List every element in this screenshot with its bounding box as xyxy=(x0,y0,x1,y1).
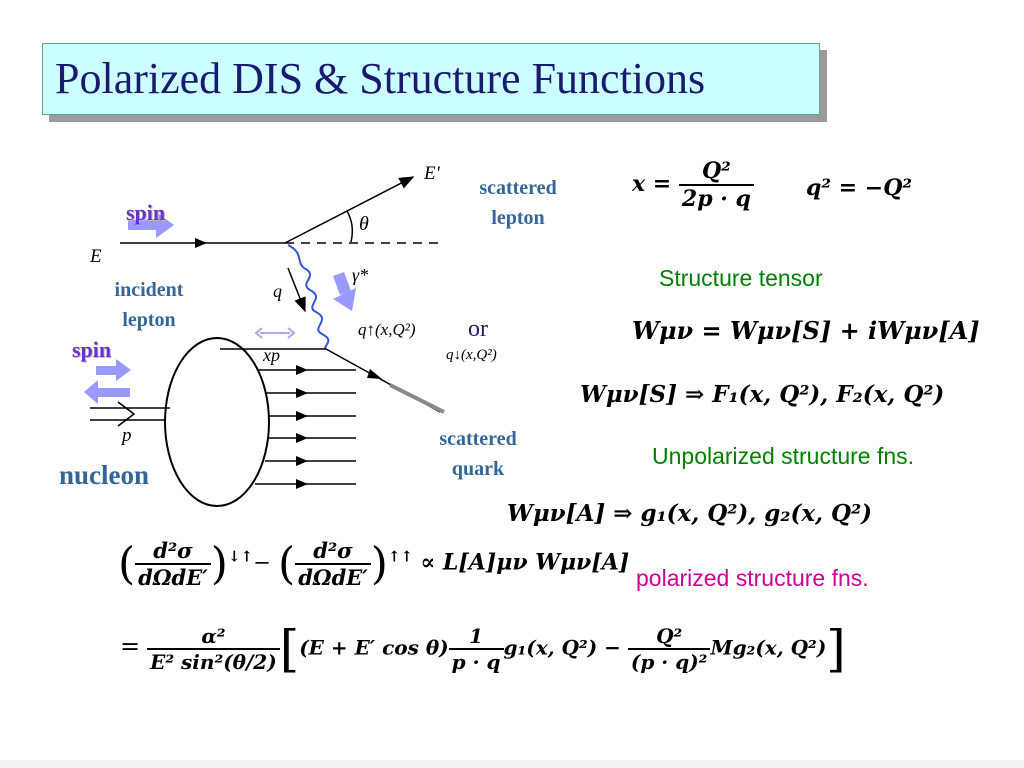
eq2-part1: (E + E′ cos θ) xyxy=(299,635,449,660)
incident-arrow-icon xyxy=(195,238,207,248)
eq2-frac3-den: (p · q)² xyxy=(627,648,711,674)
label-E: E xyxy=(90,246,102,267)
eq2-part3: Mg₂(x, Q²) xyxy=(710,635,827,660)
xsec-num-1: d²σ xyxy=(153,538,193,563)
eq2-frac2-num: 1 xyxy=(469,624,484,648)
scattered-quark-arrow-icon xyxy=(367,369,382,379)
scattered-quark-line-1: scattered xyxy=(439,428,517,450)
page-title: Polarized DIS & Structure Functions xyxy=(55,54,706,103)
paren-close-2: ) xyxy=(370,538,388,590)
virtual-photon-line xyxy=(287,244,330,350)
theta-arc xyxy=(346,210,354,243)
q-arrow xyxy=(287,267,306,313)
eq2-frac1-num: α² xyxy=(201,624,226,648)
q2-equation: q² = −Q² xyxy=(806,175,913,201)
title-box: Polarized DIS & Structure Functions xyxy=(42,43,820,115)
scattered-quark-line-2: quark xyxy=(451,458,505,480)
scattered-lepton-line xyxy=(284,176,415,244)
symmetric-part-equation: Wμν[S] ⇒ F₁(x, Q²), F₂(x, Q²) xyxy=(580,381,945,408)
eq2-frac3-num: Q² xyxy=(656,624,683,648)
label-q-up: q↑(x,Q²) xyxy=(358,320,416,339)
x-lhs: x = xyxy=(632,171,672,197)
bracket-open: [ xyxy=(279,620,300,678)
scattered-lepton-line-2: lepton xyxy=(491,207,545,229)
eq2-fraction-3: Q² (p · q)² xyxy=(627,624,711,674)
xsec-den-2: dΩdE′ xyxy=(295,563,371,590)
incident-lepton-line-1: incident xyxy=(114,279,184,301)
x-fraction: Q² 2p · q xyxy=(678,158,754,212)
scattered-lepton-label: scattered lepton xyxy=(463,173,573,233)
proton-arrow-icon xyxy=(117,401,136,427)
eq2-fraction-2: 1 p · q xyxy=(448,624,504,674)
xsec-den-1: dΩdE′ xyxy=(135,563,211,590)
incident-lepton-label: incident lepton xyxy=(98,275,200,335)
eq2-frac1-den: E² sin²(θ/2) xyxy=(147,648,280,674)
label-or: or xyxy=(468,316,488,342)
eq2-equals: = xyxy=(120,632,141,661)
xsec-superscript-2: ↑↑ xyxy=(387,547,414,566)
spin-arrow-nucleon-icon xyxy=(84,359,131,404)
bracket-close: ] xyxy=(826,620,846,678)
eq2-fraction-1: α² E² sin²(θ/2) xyxy=(147,624,280,674)
xsec-superscript-1: ↓↑ xyxy=(227,547,254,566)
paren-open-2: ( xyxy=(278,538,296,590)
xsec-num-2: d²σ xyxy=(313,538,353,563)
nucleon-ellipse xyxy=(164,337,270,507)
photon-spin-arrow-icon xyxy=(333,272,356,311)
paren-close-1: ) xyxy=(210,538,228,590)
eq2-frac2-den: p · q xyxy=(448,648,504,674)
label-q-down: q↓(x,Q²) xyxy=(446,347,497,363)
small-double-arrow-icon xyxy=(254,327,296,339)
label-xp: xp xyxy=(263,345,280,365)
structure-tensor-label: Structure tensor xyxy=(659,265,823,291)
polarized-cross-section-formula: = α² E² sin²(θ/2) [(E + E′ cos θ) 1 p · … xyxy=(120,620,846,678)
label-theta: θ xyxy=(359,213,369,235)
spin-arrow-top-icon xyxy=(128,212,174,238)
label-p: p xyxy=(122,425,132,446)
xsec-rhs: ∝ L[A]μν Wμν[A] xyxy=(420,549,630,576)
scattered-quark-label: scattered quark xyxy=(423,424,533,484)
x-denominator: 2p · q xyxy=(678,184,754,212)
unpolarized-label: Unpolarized structure fns. xyxy=(652,443,915,469)
label-gamma-star: γ* xyxy=(352,265,369,285)
x-bjorken-equation: x = Q² 2p · q xyxy=(632,158,754,212)
spin-label-top: spin xyxy=(126,200,166,225)
spectator-lines xyxy=(255,365,356,489)
polarized-label: polarized structure fns. xyxy=(636,565,869,591)
label-q: q xyxy=(273,281,282,301)
minus-sign: − xyxy=(253,550,271,575)
paren-open-1: ( xyxy=(118,538,136,590)
tensor-decomposition-equation: Wμν = Wμν[S] + iWμν[A] xyxy=(632,316,980,345)
scattered-quark-shadow xyxy=(389,383,445,414)
bottom-strip xyxy=(0,760,1024,768)
eq2-part2: g₁(x, Q²) − xyxy=(503,635,621,660)
x-numerator: Q² xyxy=(702,158,731,184)
antisymmetric-part-equation: Wμν[A] ⇒ g₁(x, Q²), g₂(x, Q²) xyxy=(507,500,873,527)
nucleon-label: nucleon xyxy=(59,460,150,490)
spin-label-nucleon: spin xyxy=(72,337,112,362)
label-E-prime: E' xyxy=(424,163,440,184)
scattered-lepton-line-1: scattered xyxy=(479,177,557,199)
incident-lepton-line-2: lepton xyxy=(122,309,176,331)
